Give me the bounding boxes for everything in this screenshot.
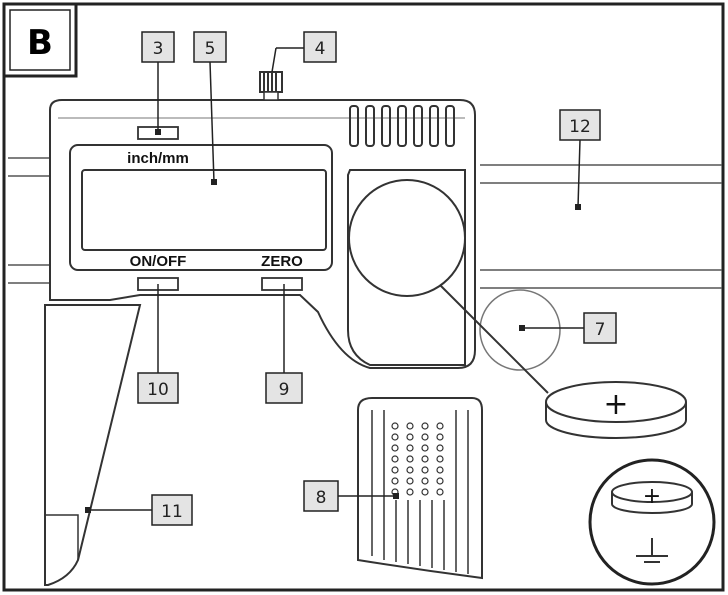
battery-leader [439, 284, 549, 394]
panel-label-box: B [2, 2, 78, 78]
inch-mm-label: inch/mm [127, 150, 189, 167]
callout-4: 4 [303, 31, 337, 63]
callout-9: 9 [265, 372, 303, 404]
callout-5-label: 5 [205, 39, 216, 59]
caliper-beam [8, 157, 722, 289]
lower-jaw-inner [45, 514, 79, 560]
coin-battery: + [545, 381, 687, 439]
battery-slot-outline [479, 289, 561, 371]
leader-dots [85, 129, 581, 513]
callout-9-label: 9 [279, 380, 290, 400]
battery-cover [357, 397, 483, 580]
callout-3-label: 3 [153, 39, 164, 59]
leader-lines [88, 47, 584, 511]
callout-5: 5 [193, 31, 227, 63]
grip-ridges [349, 105, 455, 147]
zero-button [261, 277, 303, 291]
callout-7: 7 [583, 312, 617, 344]
locking-screw [259, 71, 283, 101]
callout-10-label: 10 [147, 380, 169, 400]
zero-label: ZERO [261, 253, 303, 270]
callout-12-label: 12 [569, 117, 591, 137]
panel-label: B [27, 23, 53, 63]
callout-11-label: 11 [161, 502, 183, 522]
callout-8-label: 8 [316, 488, 327, 508]
callout-8: 8 [303, 480, 339, 512]
callout-12: 12 [559, 109, 601, 141]
callout-7-label: 7 [595, 320, 606, 340]
on-off-label: ON/OFF [130, 253, 187, 270]
callout-11: 11 [151, 494, 193, 526]
inset-plus: + [643, 484, 661, 509]
callout-4-label: 4 [315, 39, 326, 59]
callout-3: 3 [141, 31, 175, 63]
polarity-inset: + [588, 458, 716, 586]
display-screen [81, 169, 327, 251]
callout-10: 10 [137, 372, 179, 404]
battery-plus: + [603, 387, 628, 422]
battery-cover-circle [348, 179, 466, 297]
